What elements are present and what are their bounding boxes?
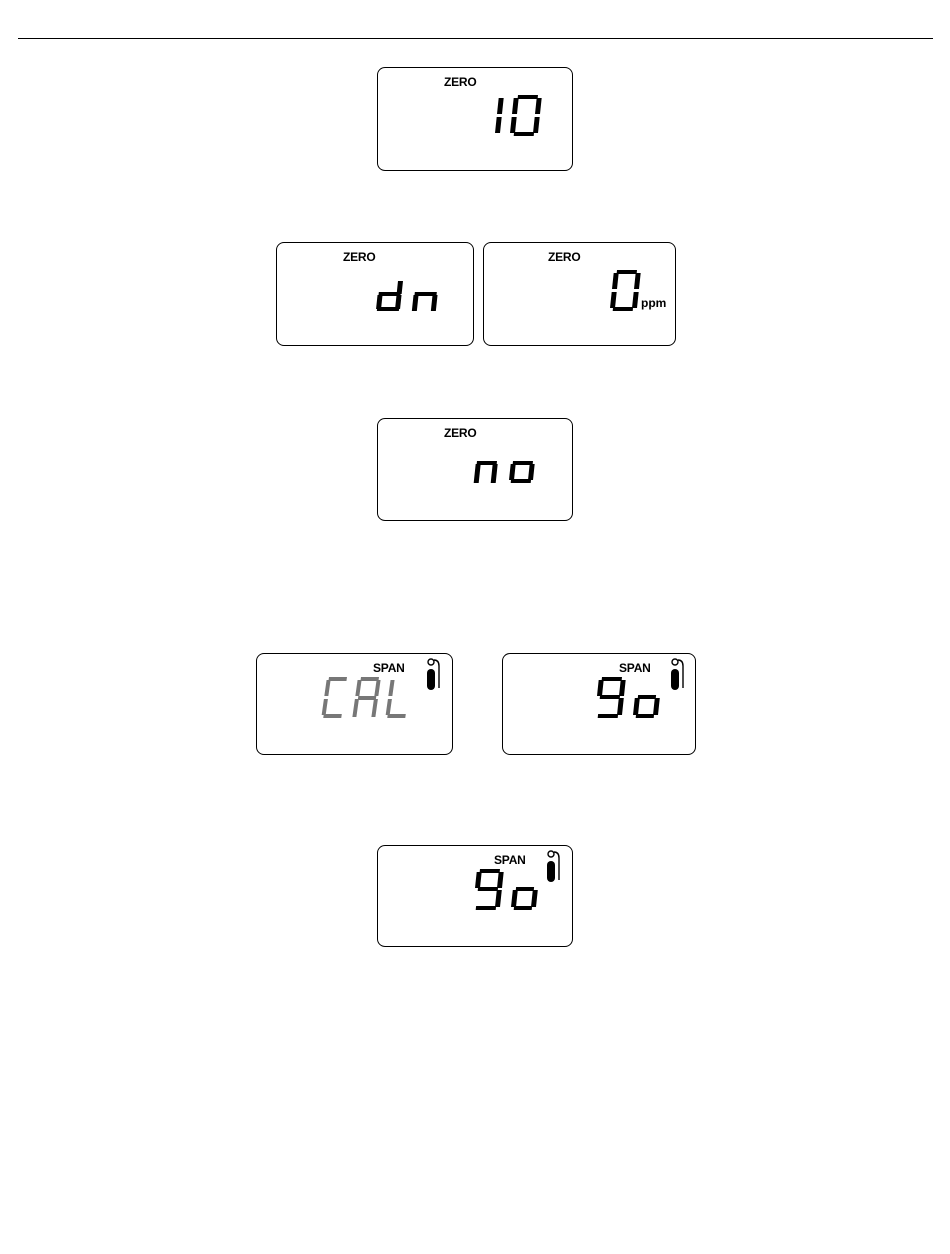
lcd-display-span-go: SPAN xyxy=(502,653,696,755)
gas-cylinder-icon xyxy=(669,658,687,692)
page-top-rule xyxy=(18,38,933,39)
lcd-readout xyxy=(475,869,543,911)
mode-label: ZERO xyxy=(343,251,376,263)
mode-label: SPAN xyxy=(373,662,405,674)
lcd-display-zero-countdown: ZERO xyxy=(377,67,573,171)
lcd-readout xyxy=(376,281,442,311)
lcd-readout xyxy=(597,677,665,719)
lcd-display-span-go-final: SPAN xyxy=(377,845,573,947)
lcd-display-span-cal: SPAN xyxy=(256,653,453,755)
lcd-readout xyxy=(486,95,546,137)
lcd-display-zero-down: ZERO xyxy=(276,242,474,346)
mode-label: ZERO xyxy=(444,76,477,88)
mode-label: ZERO xyxy=(444,427,477,439)
lcd-display-zero-result: ZERO ppm xyxy=(483,242,676,346)
gas-cylinder-icon xyxy=(425,658,443,692)
lcd-readout xyxy=(319,677,419,719)
mode-label: SPAN xyxy=(619,662,651,674)
lcd-readout xyxy=(473,461,537,483)
unit-label: ppm xyxy=(641,297,666,309)
mode-label: SPAN xyxy=(494,854,526,866)
mode-label: ZERO xyxy=(548,251,581,263)
gas-cylinder-icon xyxy=(545,850,563,884)
lcd-readout xyxy=(612,270,642,312)
lcd-display-zero-no: ZERO xyxy=(377,418,573,521)
